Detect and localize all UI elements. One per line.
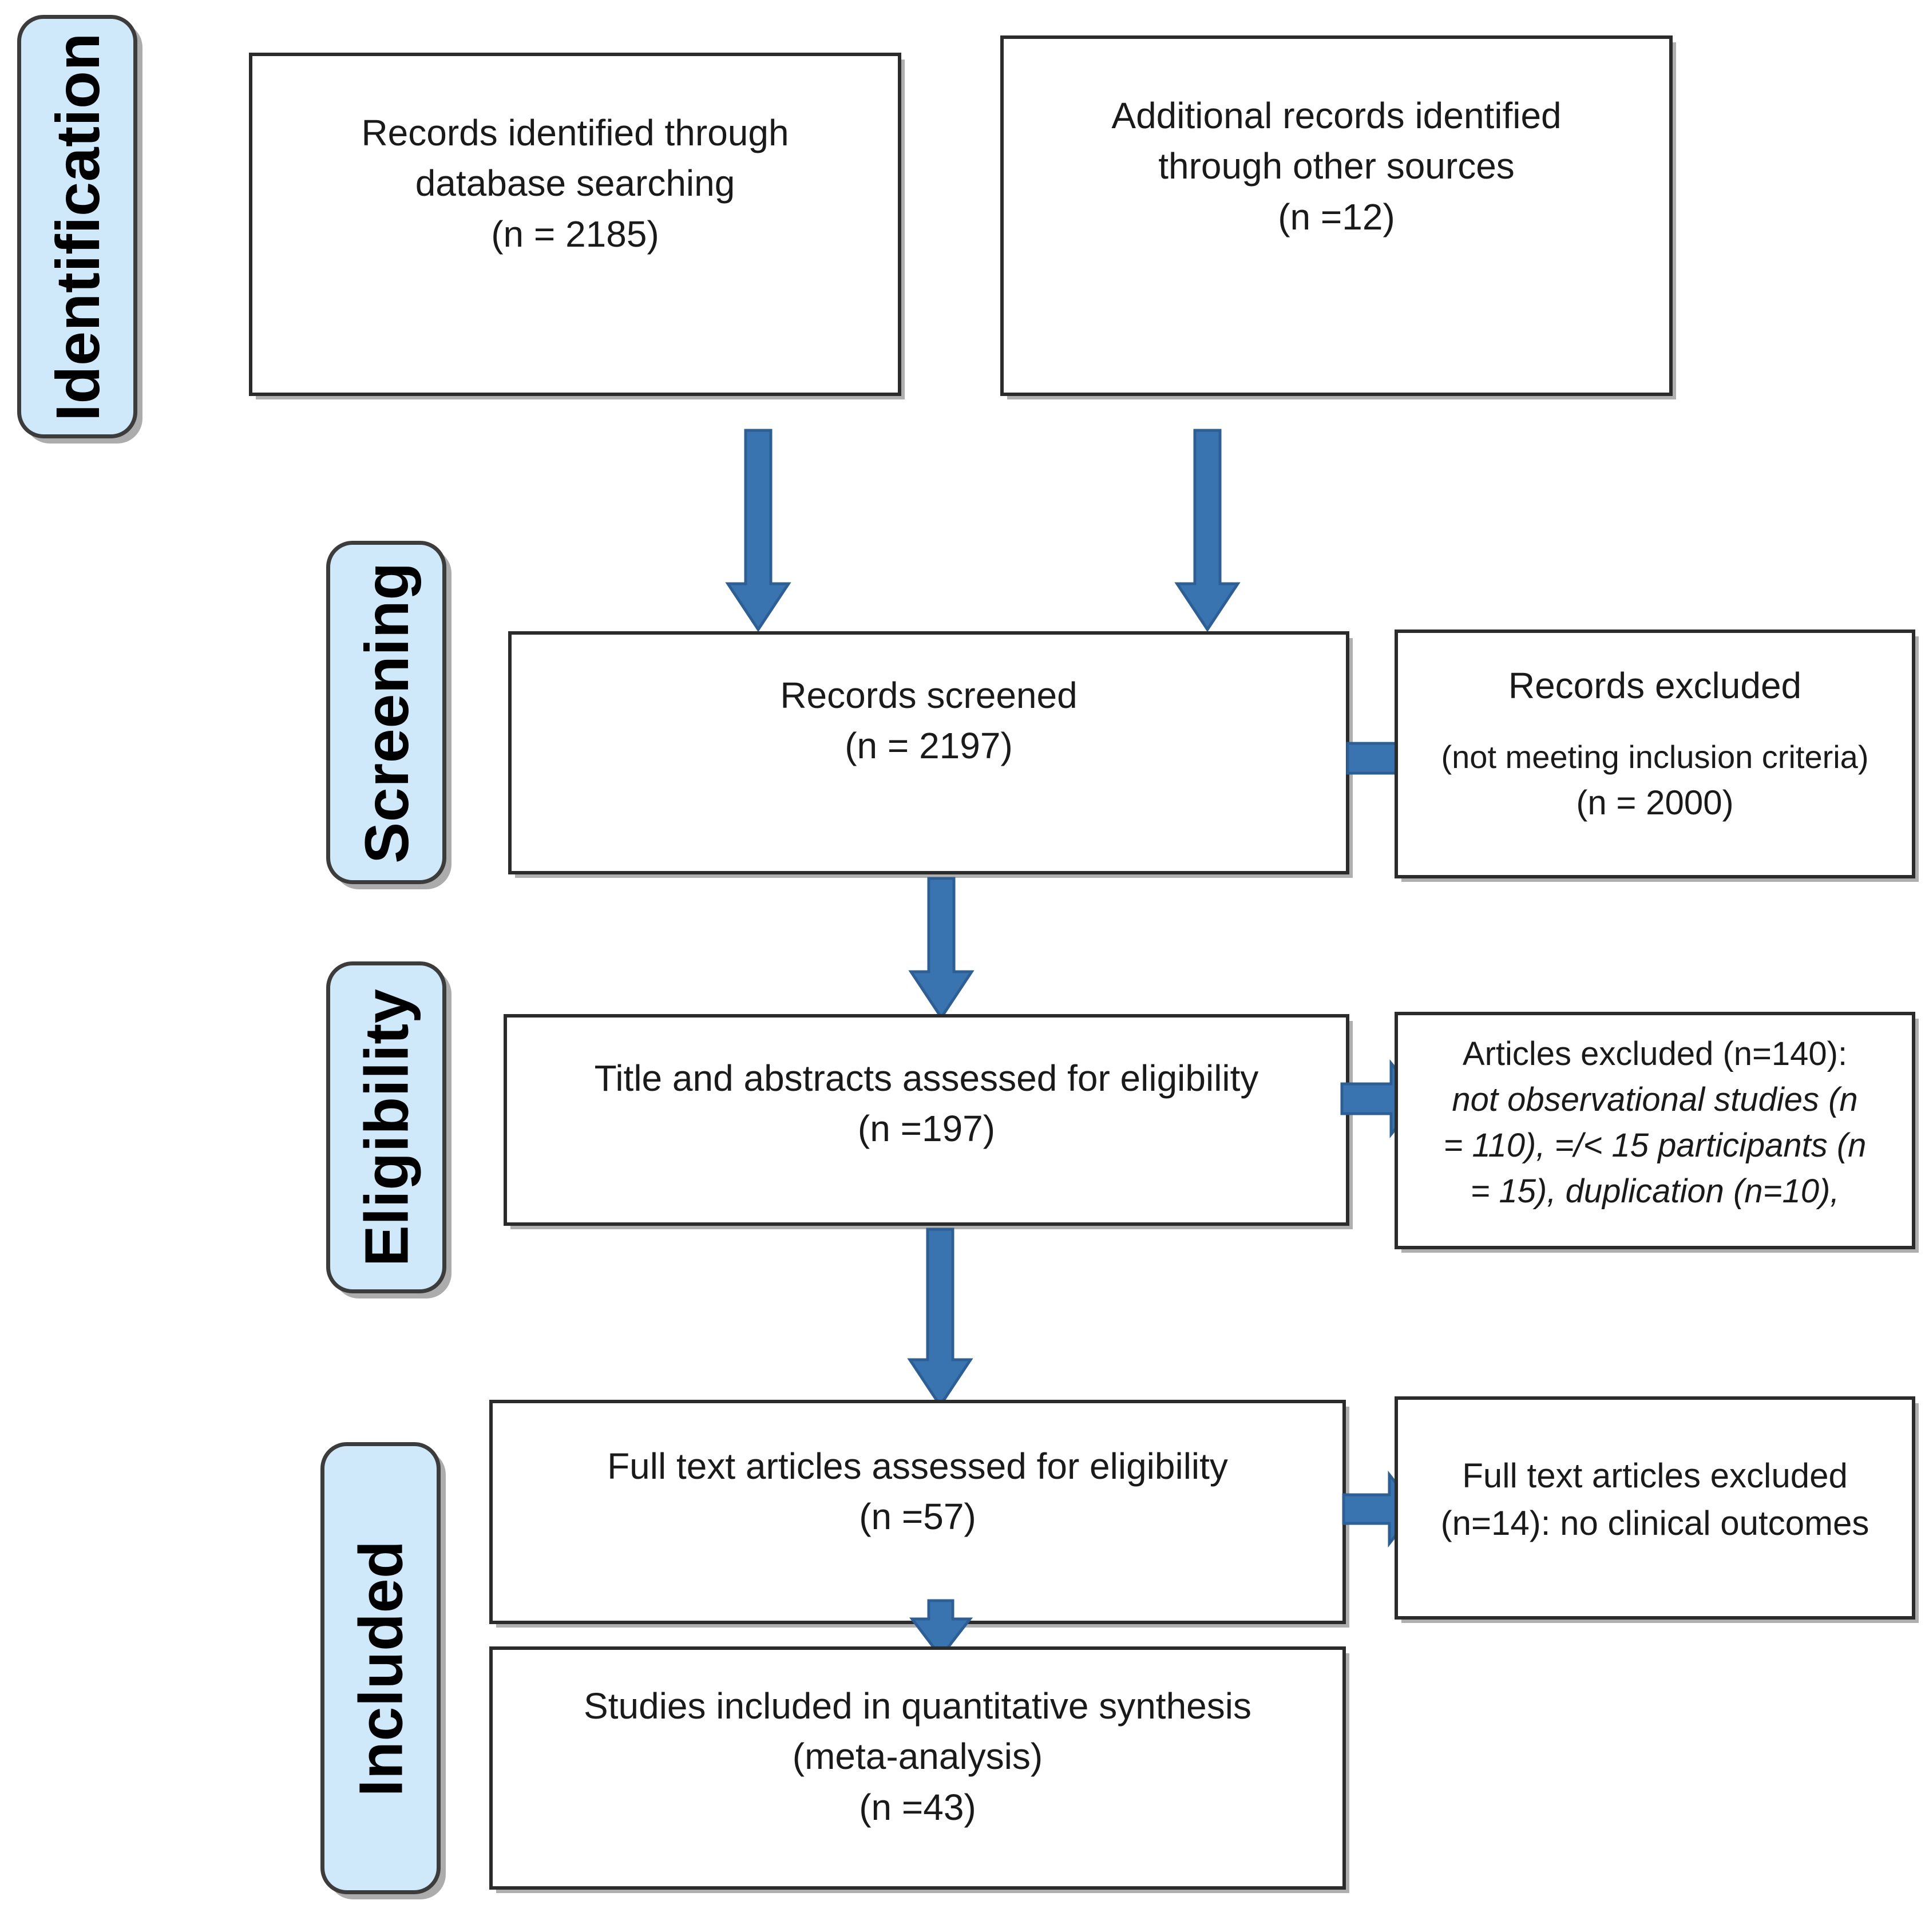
box-fulltext-excluded-line1: Full text articles excluded xyxy=(1462,1456,1848,1495)
box-fulltext-assessed-line2: (n =57) xyxy=(859,1496,976,1538)
box-records-identified-line1: Records identified through xyxy=(361,112,789,153)
box-studies-included-line2: (meta-analysis) xyxy=(792,1736,1043,1777)
box-fulltext-excluded-line2: (n=14): no clinical outcomes xyxy=(1440,1503,1869,1542)
stage-pill-screening: Screening xyxy=(326,541,446,884)
box-articles-excluded: Articles excluded (n=140): not observati… xyxy=(1395,1012,1915,1249)
arrow-other-to-screened xyxy=(1174,429,1241,632)
box-titles-assessed-line2: (n =197) xyxy=(857,1108,996,1150)
stage-label-included: Included xyxy=(346,1539,415,1797)
box-records-excluded-line1: Records excluded xyxy=(1508,665,1802,706)
box-records-identified-line2: database searching xyxy=(415,163,735,204)
arrow-fulltext-to-included xyxy=(909,1599,973,1660)
box-fulltext-assessed: Full text articles assessed for eligibil… xyxy=(489,1400,1346,1624)
stage-pill-eligibility: Eligibility xyxy=(326,961,446,1293)
box-studies-included-line1: Studies included in quantitative synthes… xyxy=(584,1685,1251,1727)
box-additional-records-line2: through other sources xyxy=(1158,145,1515,187)
box-titles-assessed-line1: Title and abstracts assessed for eligibi… xyxy=(594,1058,1259,1099)
box-records-excluded: Records excluded (not meeting inclusion … xyxy=(1395,630,1915,878)
box-records-identified-line3: (n = 2185) xyxy=(491,213,659,255)
box-records-screened-line2: (n = 2197) xyxy=(845,725,1013,767)
box-fulltext-excluded: Full text articles excluded (n=14): no c… xyxy=(1395,1396,1915,1620)
box-records-screened-line1: Records screened xyxy=(780,675,1078,716)
box-titles-assessed: Title and abstracts assessed for eligibi… xyxy=(504,1014,1349,1226)
box-fulltext-assessed-line1: Full text articles assessed for eligibil… xyxy=(607,1446,1228,1487)
box-records-identified: Records identified through database sear… xyxy=(249,53,901,396)
stage-pill-included: Included xyxy=(320,1442,441,1894)
arrow-screened-to-titles xyxy=(908,877,975,1020)
stage-pill-identification: Identification xyxy=(17,15,137,438)
arrow-titles-to-fulltext xyxy=(907,1228,973,1408)
stage-label-screening: Screening xyxy=(351,561,421,864)
box-records-screened: Records screened (n = 2197) xyxy=(508,631,1349,874)
box-articles-excluded-line3: = 110), =/< 15 participants (n xyxy=(1443,1127,1867,1165)
stage-label-eligibility: Eligibility xyxy=(351,988,421,1266)
box-articles-excluded-line2: not observational studies (n xyxy=(1452,1081,1858,1119)
box-records-excluded-line2: (not meeting inclusion criteria) xyxy=(1441,739,1869,775)
box-additional-records-line1: Additional records identified xyxy=(1111,95,1562,136)
arrow-db-to-screened xyxy=(725,429,791,632)
box-studies-included-line3: (n =43) xyxy=(859,1786,976,1828)
box-studies-included: Studies included in quantitative synthes… xyxy=(489,1646,1346,1890)
box-records-excluded-line3: (n = 2000) xyxy=(1576,783,1734,822)
box-additional-records-line3: (n =12) xyxy=(1278,196,1395,237)
box-articles-excluded-line4: = 15), duplication (n=10), xyxy=(1470,1173,1840,1210)
stage-label-identification: Identification xyxy=(42,32,112,421)
box-additional-records: Additional records identified through ot… xyxy=(1000,35,1673,396)
box-articles-excluded-line1: Articles excluded (n=140): xyxy=(1462,1035,1848,1072)
